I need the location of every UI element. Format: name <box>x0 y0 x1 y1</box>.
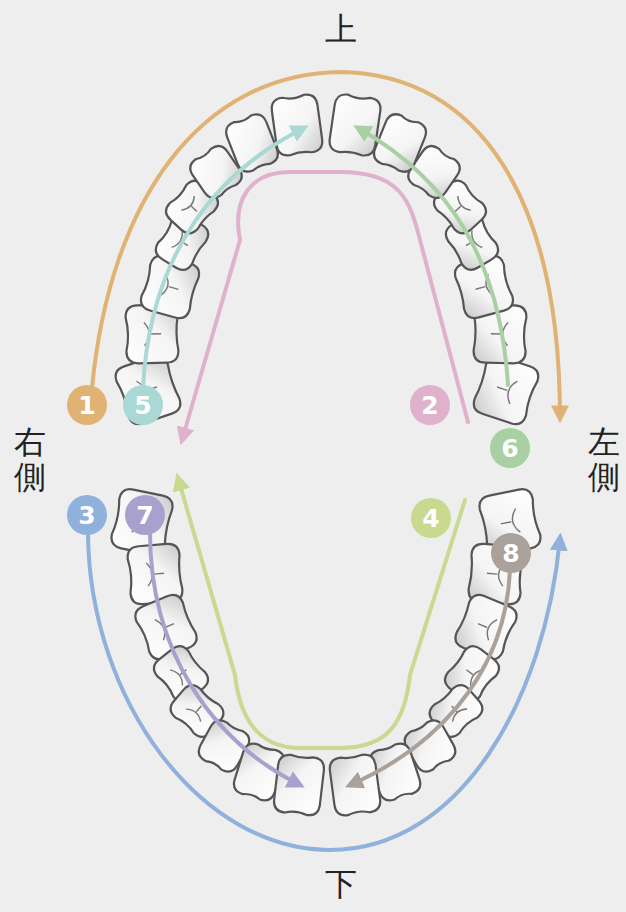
tooth-groove <box>474 613 498 640</box>
brushing-arrow <box>92 72 560 418</box>
brushing-arrow <box>350 570 510 785</box>
tooth-outline <box>270 93 323 157</box>
step-number-circle: 8 <box>491 533 531 573</box>
step-number: 1 <box>78 393 95 418</box>
tooth-outline <box>328 93 382 157</box>
tooth <box>328 753 381 817</box>
tooth-outline <box>328 753 381 817</box>
step-number: 3 <box>78 503 95 528</box>
brushing-arrow <box>178 478 465 748</box>
step-number-circle: 1 <box>67 385 107 425</box>
brushing-arrow <box>150 532 300 785</box>
step-number: 8 <box>502 541 519 566</box>
tooth-groove <box>186 700 209 722</box>
step-number-circle: 2 <box>410 385 450 425</box>
brushing-arrow <box>358 128 508 385</box>
side-label: 左側 <box>588 425 620 495</box>
step-number-circle: 4 <box>411 498 451 538</box>
brushing-arrow <box>182 172 468 440</box>
step-number: 2 <box>421 393 438 418</box>
step-number-circle: 7 <box>125 495 165 535</box>
side-label: 右側 <box>14 425 46 495</box>
step-number: 6 <box>501 436 518 461</box>
direction-label: 下 <box>325 867 357 902</box>
tooth <box>270 93 323 157</box>
step-number: 5 <box>134 393 151 418</box>
step-number: 4 <box>422 506 439 531</box>
step-number: 7 <box>136 503 153 528</box>
brushing-arrow <box>143 128 304 388</box>
direction-label: 上 <box>325 12 357 47</box>
step-number-circle: 3 <box>67 495 107 535</box>
brushing-arrow <box>88 535 560 850</box>
tooth <box>452 592 520 663</box>
tooth <box>328 93 382 157</box>
tooth-groove <box>498 509 520 536</box>
tooth-groove <box>493 376 517 404</box>
step-number-circle: 6 <box>490 428 530 468</box>
step-number-circle: 5 <box>123 385 163 425</box>
tooth-outline <box>452 592 520 663</box>
